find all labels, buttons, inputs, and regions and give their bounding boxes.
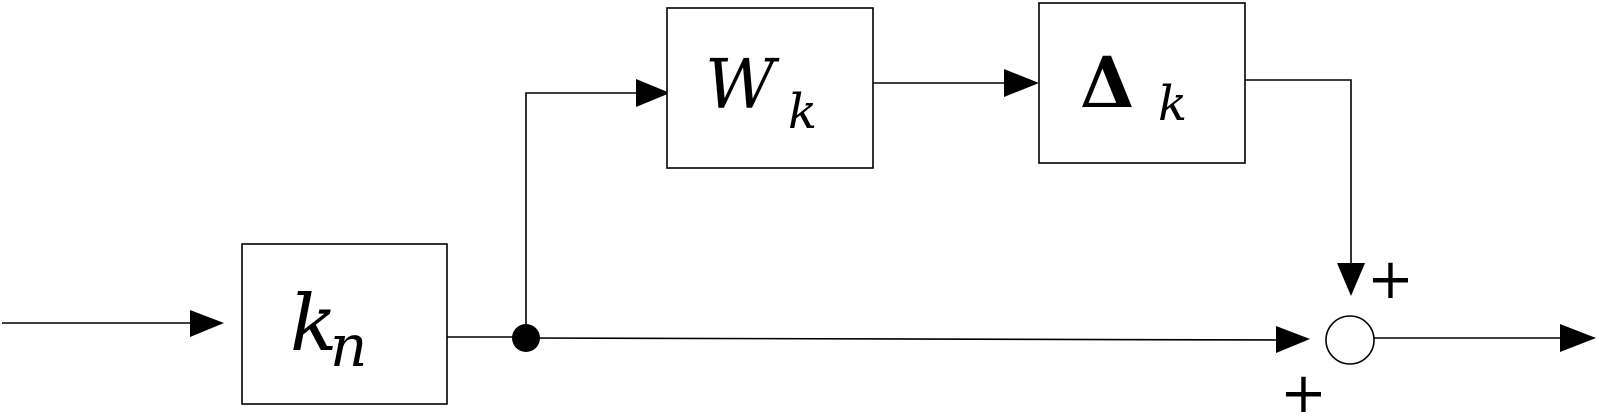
kn-block-frame xyxy=(241,243,448,405)
kn-block-label: k xyxy=(290,279,337,369)
summing-bottom-sign: + xyxy=(1280,361,1327,418)
wk-block[interactable]: W k xyxy=(666,7,874,169)
delta-block-frame xyxy=(1038,2,1246,164)
main-path-line xyxy=(525,337,1279,341)
delta-input-arrowhead xyxy=(1004,69,1039,97)
kn-block-subscript: n xyxy=(330,312,367,380)
delta-block-subscript: k xyxy=(1158,76,1187,132)
wk-block-subscript: k xyxy=(788,84,817,140)
summing-junction xyxy=(1325,315,1375,365)
wk-block-label: W xyxy=(705,46,780,125)
main-path-arrowhead xyxy=(1276,326,1310,353)
upper-branch-line xyxy=(525,92,640,338)
feedforward-arrowhead xyxy=(1337,263,1365,296)
wk-block-frame xyxy=(666,7,874,169)
kn-block[interactable]: k n xyxy=(241,243,448,405)
delta-block[interactable]: Δ k xyxy=(1038,2,1246,164)
feedforward-line xyxy=(1245,79,1352,266)
summing-top-sign: + xyxy=(1367,247,1414,312)
delta-block-label: Δ xyxy=(1080,41,1134,124)
input-arrowhead xyxy=(190,310,224,337)
wk-input-arrowhead xyxy=(636,79,670,107)
output-arrowhead xyxy=(1560,324,1596,352)
